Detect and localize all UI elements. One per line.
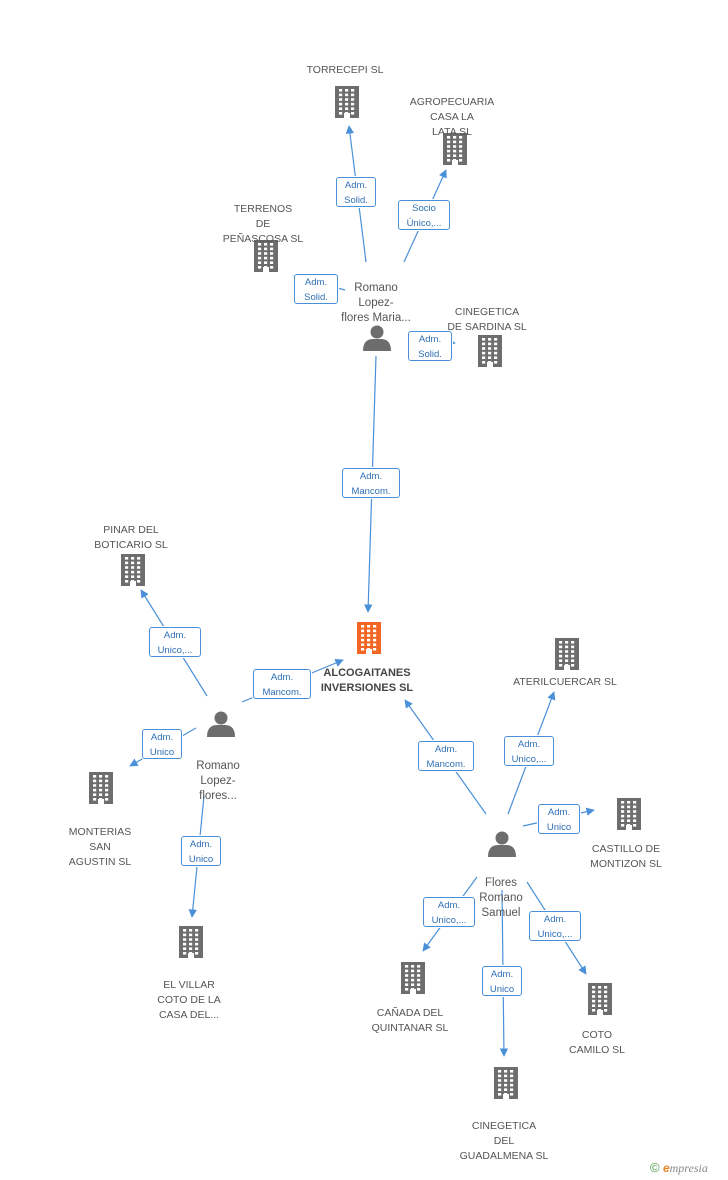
person-icon[interactable] [488, 831, 516, 858]
node-label-canada[interactable]: CAÑADA DEL QUINTANAR SL [371, 1007, 449, 1034]
edge-label-romano_maria-to-cinegetica_sardina[interactable]: Adm. Solid. [408, 331, 452, 361]
node-label-coto_camilo[interactable]: COTO CAMILO SL [568, 1029, 626, 1056]
node-label-terrenos[interactable]: TERRENOS DE PEÑASCOSA SL [222, 203, 304, 245]
edge-label-romano_lopez-to-alcogaitanes[interactable]: Adm. Mancom. [253, 669, 311, 699]
main-company-building-icon[interactable] [357, 622, 381, 654]
person-icon[interactable] [363, 325, 391, 352]
edge-label-flores-to-canada[interactable]: Adm. Unico,... [423, 897, 475, 927]
node-label-aterilcuercar[interactable]: ATERILCUERCAR SL [513, 676, 617, 688]
edge-label-romano_maria-to-terrenos[interactable]: Adm. Solid. [294, 274, 338, 304]
brand-name: mpresia [669, 1161, 708, 1175]
building-icon[interactable] [588, 983, 612, 1015]
icons-layer [89, 86, 641, 1099]
building-icon[interactable] [494, 1067, 518, 1099]
edge-label-romano_maria-to-agropecuaria[interactable]: Socio Único,... [398, 200, 450, 230]
node-label-pinar[interactable]: PINAR DEL BOTICARIO SL [94, 524, 168, 551]
building-icon[interactable] [89, 772, 113, 804]
building-icon[interactable] [443, 133, 467, 165]
brand-initial: e [662, 1161, 670, 1175]
building-icon[interactable] [335, 86, 359, 118]
node-label-villar[interactable]: EL VILLAR COTO DE LA CASA DEL... [157, 979, 221, 1021]
person-icon[interactable] [207, 711, 235, 738]
node-label-romano_maria[interactable]: Romano Lopez- flores Maria... [341, 282, 411, 324]
node-label-agropecuaria[interactable]: AGROPECUARIA CASA LA LATA SL [409, 96, 495, 138]
edge-label-romano_lopez-to-monterias[interactable]: Adm. Unico [142, 729, 182, 759]
building-icon[interactable] [179, 926, 203, 958]
node-label-cinegetica_guadalmena[interactable]: CINEGETICA DEL GUADALMENA SL [459, 1120, 549, 1162]
node-label-alcogaitanes[interactable]: ALCOGAITANES INVERSIONES SL [320, 667, 414, 694]
copyright-icon: © [650, 1160, 660, 1175]
edge-label-flores-to-alcogaitanes[interactable]: Adm. Mancom. [418, 741, 474, 771]
building-icon[interactable] [401, 962, 425, 994]
node-label-flores[interactable]: Flores Romano Samuel [479, 877, 523, 919]
edge-label-flores-to-castillo[interactable]: Adm. Unico [538, 804, 580, 834]
node-label-torrecepi[interactable]: TORRECEPI SL [306, 64, 384, 76]
building-icon[interactable] [254, 240, 278, 272]
edge-label-romano_maria-to-alcogaitanes[interactable]: Adm. Mancom. [342, 468, 400, 498]
edge-label-romano_maria-to-torrecepi[interactable]: Adm. Solid. [336, 177, 376, 207]
building-icon[interactable] [617, 798, 641, 830]
node-label-castillo[interactable]: CASTILLO DE MONTIZON SL [590, 843, 662, 870]
building-icon[interactable] [121, 554, 145, 586]
building-icon[interactable] [478, 335, 502, 367]
edge-label-flores-to-cinegetica_guadalmena[interactable]: Adm. Unico [482, 966, 522, 996]
edge-label-romano_lopez-to-pinar[interactable]: Adm. Unico,... [149, 627, 201, 657]
edge-label-flores-to-coto_camilo[interactable]: Adm. Unico,... [529, 911, 581, 941]
node-label-cinegetica_sardina[interactable]: CINEGETICA DE SARDINA SL [447, 306, 527, 333]
building-icon[interactable] [555, 638, 579, 670]
node-label-romano_lopez[interactable]: Romano Lopez- flores... [196, 760, 240, 802]
edge-label-flores-to-aterilcuercar[interactable]: Adm. Unico,... [504, 736, 554, 766]
edge-label-romano_lopez-to-villar[interactable]: Adm. Unico [181, 836, 221, 866]
node-label-monterias[interactable]: MONTERIAS SAN AGUSTIN SL [68, 826, 132, 868]
copyright-footer[interactable]: © empresia [650, 1160, 708, 1176]
